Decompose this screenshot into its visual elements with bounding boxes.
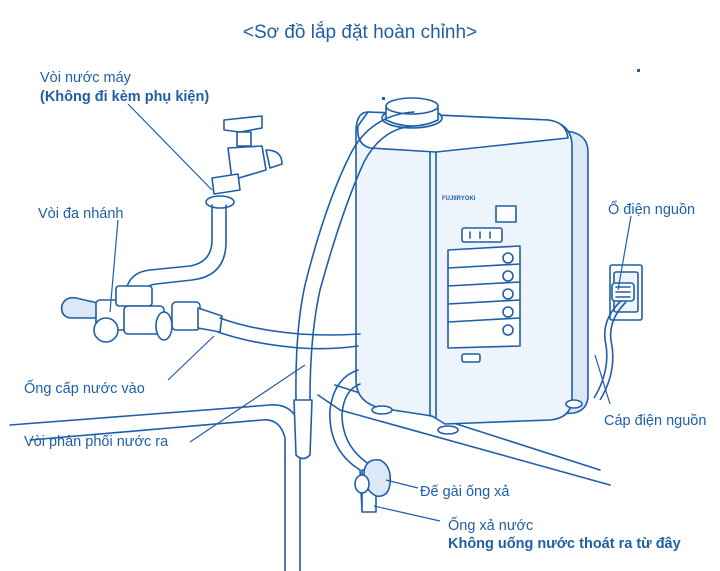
label-tap-note: (Không đi kèm phụ kiện) [40,89,209,105]
label-inlet-hose: Ống cấp nước vào [24,379,145,397]
label-drain-hose-warning: Không uống nước thoát ra từ đây [448,536,681,552]
device-brand: FUJIIRYOKI [442,196,476,202]
drain-hose-clip [354,458,392,498]
diagram-title: <Sơ đồ lắp đặt hoàn chỉnh> [243,21,477,43]
power-cable [593,299,623,399]
label-drain-hose: Ống xả nước [448,516,533,534]
power-plug-icon [611,282,635,302]
outlet-spout-hose [293,111,415,460]
faucet-icon [205,115,283,209]
label-drain-clip: Đế gài ống xả [420,484,510,500]
inlet-hose [217,317,361,350]
label-outlet-socket: Ổ điện nguồn [608,200,695,218]
water-ionizer-device: FUJIIRYOKI [355,97,589,435]
diverter-valve-icon [60,285,223,343]
faucet-pipe [125,204,227,297]
label-diverter: Vòi đa nhánh [38,206,123,222]
label-tap: Vòi nước máy [40,70,132,86]
leader-lines [109,103,632,522]
label-outlet-spout: Vòi phân phối nước ra [24,434,169,450]
label-power-cable: Cáp điện nguồn [604,413,706,429]
